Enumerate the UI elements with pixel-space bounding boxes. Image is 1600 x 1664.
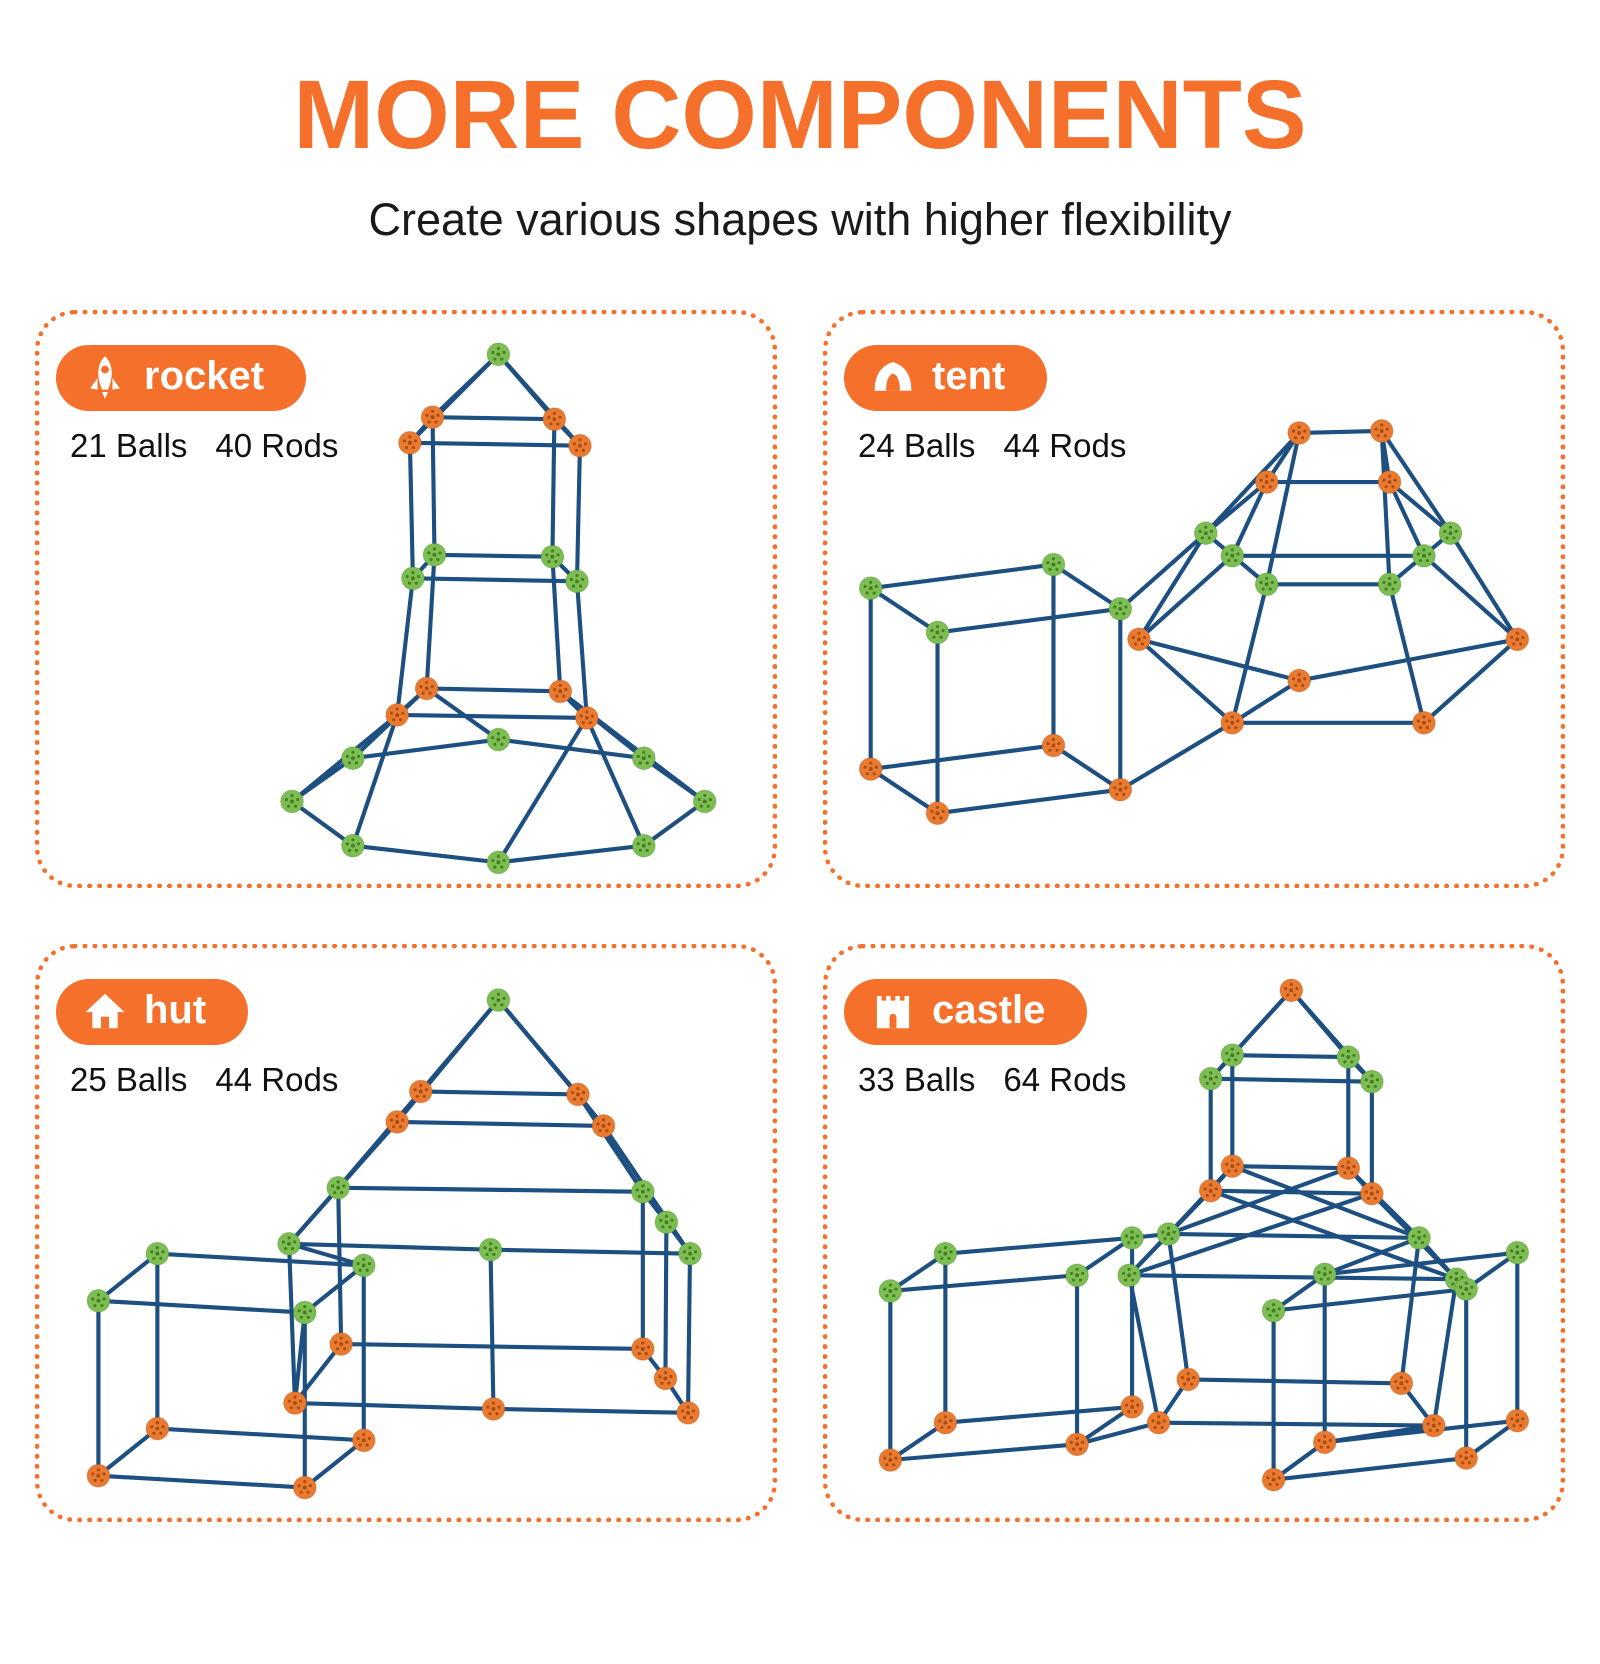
hut-balls-count: 25 Balls: [70, 1060, 188, 1098]
castle-icon: [876, 995, 910, 1029]
castle-rods-count: 64 Rods: [1003, 1060, 1127, 1098]
castle-label: castle: [932, 988, 1046, 1033]
rocket-rods-count: 40 Rods: [215, 426, 339, 464]
tent-structure-illustration: [858, 419, 1530, 825]
hut-badge: hut: [56, 978, 249, 1045]
rocket-icon: [90, 356, 120, 399]
castle-badge: castle: [844, 978, 1088, 1045]
components-grid: rocket 21 Balls 40 Rods tent 24 Balls 44…: [35, 309, 1565, 1522]
hut-structure-illustration: [86, 988, 702, 1500]
hut-icon: [85, 993, 125, 1029]
panel-tent: tent 24 Balls 44 Rods: [823, 309, 1565, 888]
hut-label: hut: [144, 988, 207, 1033]
panel-hut: hut 25 Balls 44 Rods: [35, 943, 777, 1522]
castle-structure-illustration: [878, 978, 1530, 1492]
page-subtitle: Create various shapes with higher flexib…: [368, 193, 1232, 245]
tent-badge: tent: [844, 344, 1048, 411]
hut-rods-count: 44 Rods: [215, 1060, 339, 1098]
panel-rocket: rocket 21 Balls 40 Rods: [35, 309, 777, 888]
page-title: MORE COMPONENTS: [293, 60, 1307, 169]
rocket-counts: 21 Balls 40 Rods: [70, 427, 338, 465]
tent-counts: 24 Balls 44 Rods: [858, 427, 1126, 465]
rocket-structure-illustration: [280, 342, 717, 874]
page-header: MORE COMPONENTS Create various shapes wi…: [0, 64, 1600, 246]
panel-castle: castle 33 Balls 64 Rods: [823, 943, 1565, 1522]
tent-rods-count: 44 Rods: [1003, 426, 1127, 464]
castle-counts: 33 Balls 64 Rods: [858, 1061, 1126, 1099]
tent-label: tent: [932, 354, 1006, 399]
rocket-label: rocket: [144, 354, 265, 399]
rocket-balls-count: 21 Balls: [70, 426, 188, 464]
rocket-badge: rocket: [56, 344, 307, 411]
tent-balls-count: 24 Balls: [858, 426, 976, 464]
tent-icon: [874, 357, 912, 391]
hut-counts: 25 Balls 44 Rods: [70, 1061, 338, 1099]
castle-balls-count: 33 Balls: [858, 1060, 976, 1098]
